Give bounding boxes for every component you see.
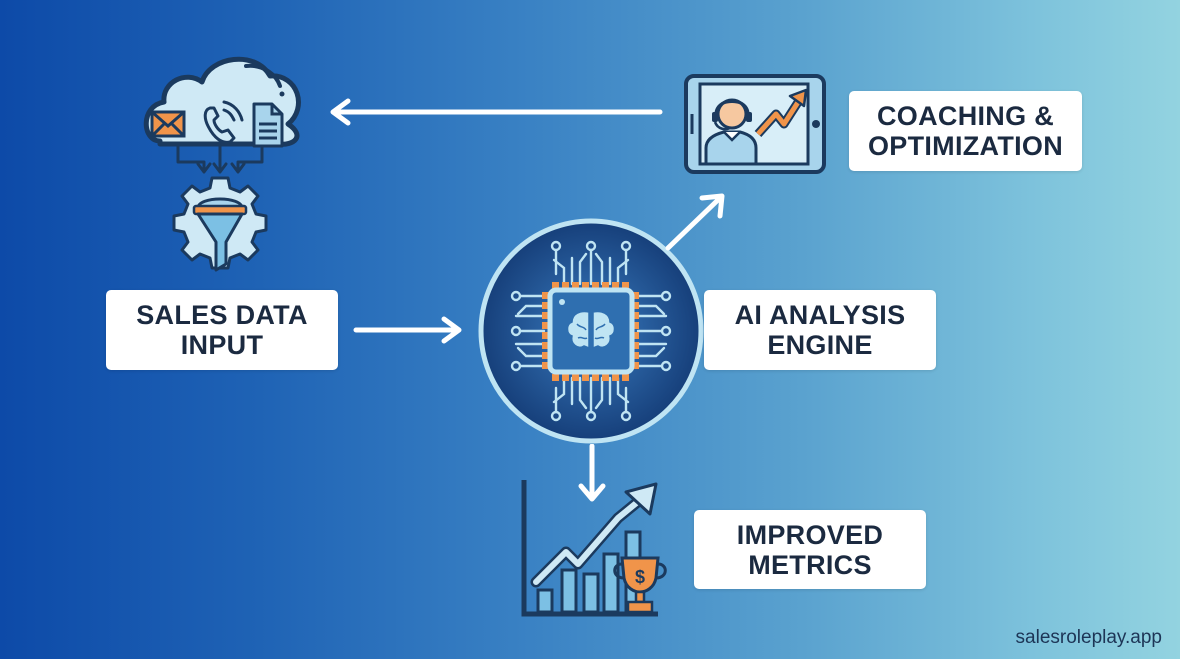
label-line: INPUT [180, 330, 264, 360]
label-line: SALES DATA [136, 300, 308, 330]
growth-chart-trophy-icon: $ [521, 480, 667, 617]
phone-icon [203, 100, 244, 144]
label-line: IMPROVED [736, 519, 884, 550]
watermark: salesroleplay.app [1015, 627, 1162, 648]
label-coaching-optimization: COACHING & OPTIMIZATION [849, 91, 1082, 171]
arrow-input-to-engine [353, 316, 462, 344]
email-icon [150, 110, 186, 138]
svg-text:$: $ [635, 567, 645, 587]
trend-arrow-icon [754, 88, 808, 138]
arrow-engine-to-metrics [578, 444, 606, 502]
tablet-coach-icon [684, 74, 826, 174]
label-line: ENGINE [767, 330, 873, 360]
gear-funnel-icon [172, 176, 268, 272]
brain-icon [566, 310, 616, 350]
label-improved-metrics: IMPROVED METRICS [694, 510, 926, 589]
arrow-engine-to-coaching [665, 193, 725, 251]
ai-chip-brain-icon [478, 218, 704, 444]
label-line: COACHING & [877, 101, 1054, 131]
label-line: METRICS [748, 549, 872, 580]
label-line: AI ANALYSIS [734, 300, 906, 330]
label-ai-analysis-engine: AI ANALYSIS ENGINE [704, 290, 936, 370]
flow-arrows-icon [176, 144, 264, 174]
label-sales-data-input: SALES DATA INPUT [106, 290, 338, 370]
person-headset-icon [704, 98, 758, 166]
arrow-coaching-to-input [330, 98, 663, 126]
label-line: OPTIMIZATION [867, 131, 1064, 161]
growth-arrow-icon [530, 482, 658, 588]
trophy-icon: $ [613, 556, 667, 614]
document-icon [252, 102, 284, 148]
cloud-funnel-icon [143, 56, 301, 272]
